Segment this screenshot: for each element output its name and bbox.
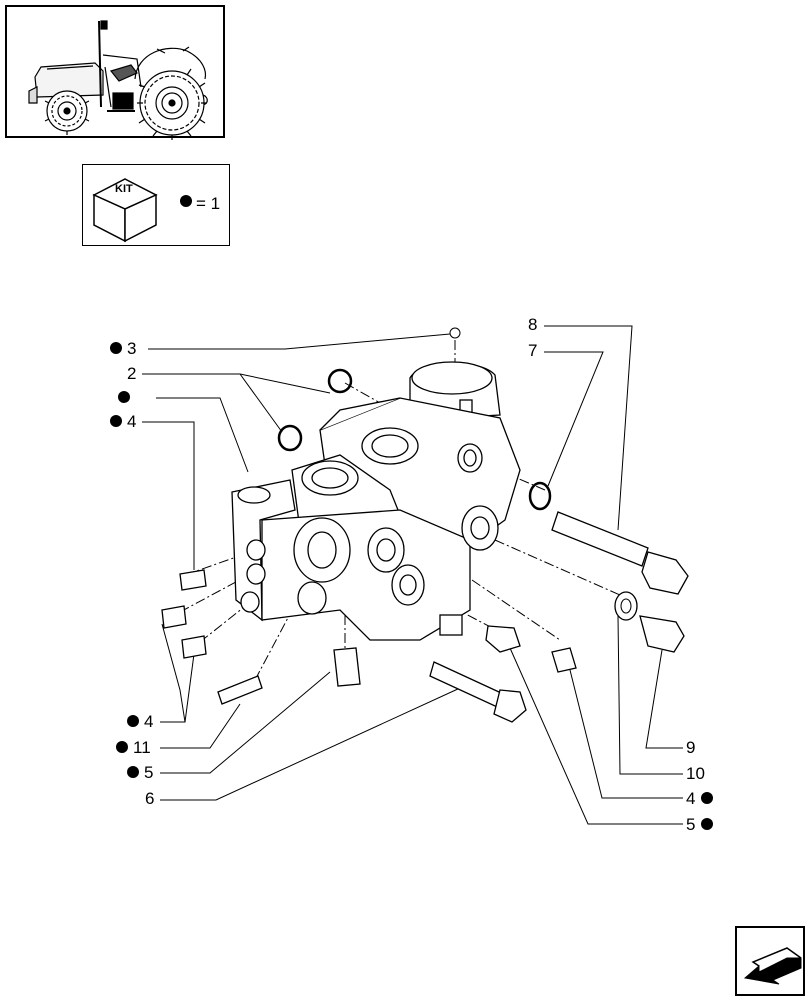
kit-cube-icon — [92, 178, 158, 243]
callout-6: 6 — [145, 789, 155, 808]
arrow-left-down-icon — [743, 947, 802, 985]
kit-dot-icon — [701, 792, 714, 805]
kit-dot-icon — [127, 766, 139, 779]
kit-legend-value: = 1 — [196, 194, 221, 213]
tractor-icon — [28, 20, 208, 140]
kit-dot-icon — [118, 391, 130, 404]
previous-page-button[interactable] — [735, 926, 805, 996]
callout-5-left: 5 — [127, 764, 153, 782]
callout-4-upper: 4 — [110, 413, 136, 431]
kit-dot-icon — [110, 415, 122, 428]
callout-9: 9 — [686, 738, 696, 757]
kit-dot-icon — [127, 715, 139, 728]
kit-dot-icon — [110, 342, 122, 355]
tractor-thumbnail — [5, 5, 225, 140]
callout-11: 11 — [116, 739, 151, 757]
callout-5-right: 5 — [686, 816, 714, 834]
callout-2: 2 — [127, 364, 137, 383]
callout-4-lower: 4 — [127, 713, 153, 731]
callout-blank — [118, 389, 135, 407]
kit-dot-icon — [180, 195, 192, 207]
kit-badge-text: KIT — [115, 183, 133, 195]
callout-8: 8 — [528, 315, 538, 334]
callout-3: 3 — [110, 340, 136, 358]
kit-dot-icon — [701, 818, 714, 831]
callout-10: 10 — [686, 764, 705, 783]
kit-legend: KIT = 1 — [82, 164, 230, 246]
callout-4-right: 4 — [686, 790, 714, 808]
callout-7: 7 — [528, 341, 538, 360]
kit-dot-icon — [116, 741, 128, 754]
